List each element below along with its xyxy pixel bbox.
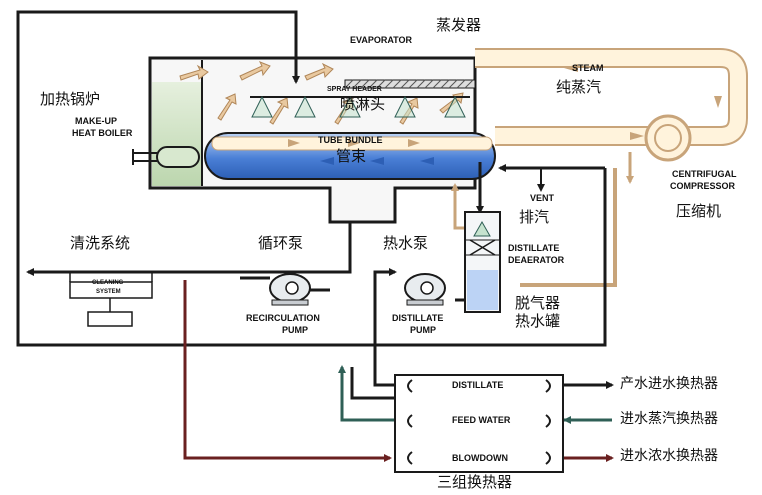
recirc-pump-label-en-1: RECIRCULATION [246, 313, 320, 323]
recirculation-pump [240, 273, 311, 306]
deaerator-label-zh-2: 热水罐 [515, 312, 561, 330]
distillate-deaerator [464, 211, 501, 313]
boiler-label-en-1: MAKE-UP [75, 116, 117, 126]
pipe-network [16, 10, 614, 462]
hx-label-zh: 三组换热器 [437, 473, 513, 491]
steam-label-en: STEAM [572, 63, 604, 73]
spray-header [250, 95, 470, 118]
steam-duct [475, 48, 748, 146]
cleaning-label-en-2: SYSTEM [96, 289, 121, 295]
tube-bundle-label-en: TUBE BUNDLE [318, 135, 383, 145]
recirc-pump-label-en-2: PUMP [282, 325, 309, 335]
distillate-pump-label-en-2: PUMP [410, 325, 437, 335]
out-feedwater-label-zh: 进水蒸汽换热器 [620, 411, 718, 427]
tube-bundle-label-zh: 管束 [336, 147, 367, 165]
distillate-pump [404, 273, 446, 306]
spray-header-label-zh: 喷淋头 [340, 95, 386, 113]
vent-label-en: VENT [530, 193, 555, 203]
hotwater-pump-label-zh: 热水泵 [383, 234, 429, 252]
vent-label-zh: 排汽 [519, 208, 550, 226]
deaerator-label-zh-1: 脱气器 [515, 294, 561, 312]
hx-distillate-label: DISTILLATE [452, 380, 504, 390]
steam-label-zh: 纯蒸汽 [556, 78, 602, 96]
boiler-label-en-2: HEAT BOILER [72, 128, 133, 138]
centrifugal-compressor [520, 114, 692, 287]
distillate-pump-label-en-1: DISTILLATE [392, 313, 444, 323]
cleaning-system [69, 272, 153, 327]
hx-blowdown-label: BLOWDOWN [452, 453, 508, 463]
demister-pad [344, 79, 476, 89]
cleaning-label-zh: 清洗系统 [70, 234, 131, 252]
compressor-label-zh: 压缩机 [676, 202, 722, 220]
evaporator-label-en: EVAPORATOR [350, 35, 413, 45]
recirc-pump-label-zh: 循环泵 [258, 234, 304, 252]
deaerator-label-en-2: DEAERATOR [508, 255, 565, 265]
out-blowdown-label-zh: 进水浓水换热器 [620, 448, 718, 464]
spray-header-label-en: SPRAY HEADER [327, 86, 382, 93]
boiler-label-zh: 加热锅炉 [40, 90, 101, 108]
hx-feedwater-label: FEED WATER [452, 415, 511, 425]
evaporator-label-zh: 蒸发器 [436, 16, 482, 34]
heat-exchanger-box [394, 374, 564, 473]
deaerator-label-en-1: DISTILLATE [508, 243, 560, 253]
compressor-label-en-2: COMPRESSOR [670, 181, 736, 191]
tube-bundle [204, 132, 496, 180]
compressor-label-en-1: CENTRIFUGAL [672, 169, 737, 179]
cleaning-label-en-1: CLEANING [92, 280, 124, 286]
out-distillate-label-zh: 产水进水换热器 [620, 376, 718, 392]
